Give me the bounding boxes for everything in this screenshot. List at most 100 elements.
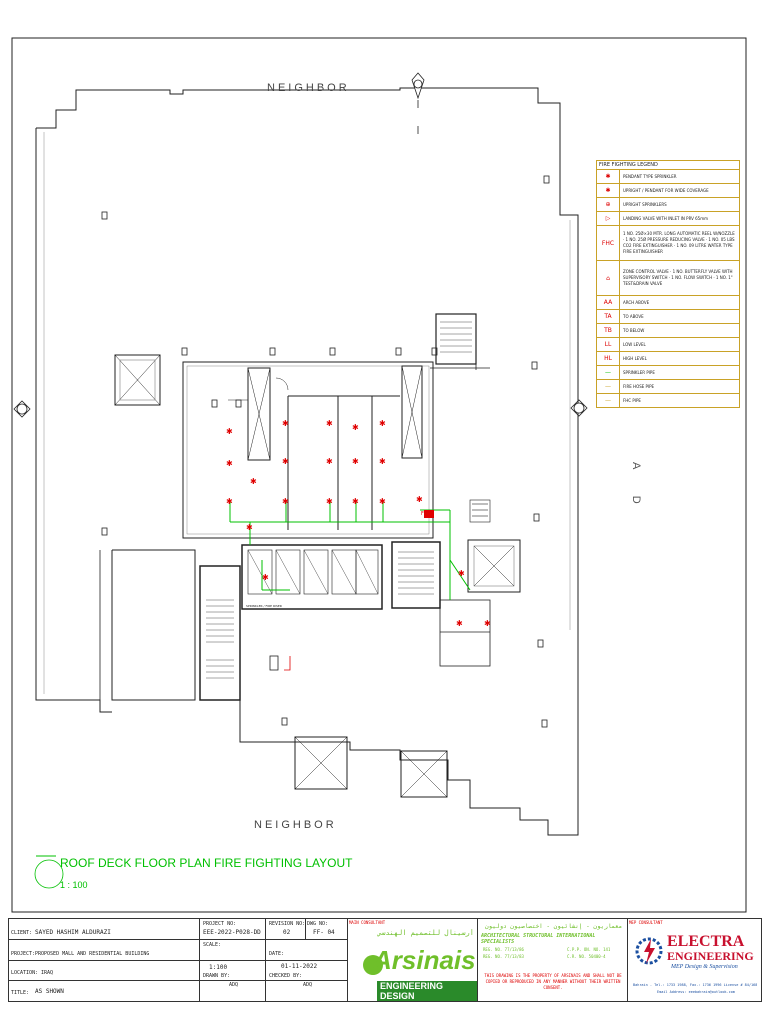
reg-no-3: C.P.P. ON. NO. 141 — [567, 947, 611, 952]
svg-text:✱: ✱ — [262, 573, 269, 582]
legend-text: ZONE CONTROL VALVE · 1 NO. BUTTERFLY VAL… — [623, 269, 733, 286]
legend-text: TO ABOVE — [623, 313, 644, 319]
checked-value: ADQ — [303, 982, 313, 988]
client-label: CLIENT: — [11, 930, 33, 936]
legend-symbol: — — [597, 394, 620, 407]
project-no-value: EEE-2022-P028-DD — [203, 929, 261, 936]
legend-text: LANDING VALVE WITH INLET IN PRV 65mm — [623, 215, 709, 221]
date-value: 01-11-2022 — [281, 963, 318, 970]
neighbor-label-top: NEIGHBOR — [267, 82, 350, 94]
legend-symbol: — — [597, 380, 620, 393]
legend-text: 1 NO. 25Ø×30 MTR. LONG AUTOMATIC REEL W/… — [623, 231, 735, 254]
svg-text:✱: ✱ — [246, 523, 253, 532]
legend-text: PENDANT TYPE SPRINKLER — [623, 173, 677, 179]
legend-text: ARCH ABOVE — [623, 299, 650, 305]
electra-email: Email Address: eeebahrain@outlook.com — [657, 990, 735, 994]
location-label: LOCATION: — [11, 970, 39, 976]
legend-row: ⌂ZONE CONTROL VALVE · 1 NO. BUTTERFLY VA… — [597, 261, 739, 296]
svg-text:✱: ✱ — [379, 419, 386, 428]
title-block-info: CLIENT: SAYED HASHIM ALDURAZI PROJECT: P… — [9, 919, 348, 1001]
specialists-arabic: معماريون - إنشائيون - اختصاصيون دوليون — [485, 923, 623, 930]
svg-text:✱: ✱ — [326, 419, 333, 428]
project-label: PROJECT: — [11, 951, 36, 957]
reg-no-1: REG. NO. 77/13/86 — [483, 947, 524, 952]
svg-text:✱: ✱ — [352, 497, 359, 506]
legend-symbol: FHC — [597, 226, 620, 260]
scale-value: 1:100 — [209, 964, 228, 971]
road-label: A D — [630, 462, 642, 516]
svg-text:✱: ✱ — [484, 619, 491, 628]
legend-symbol: HL — [597, 352, 620, 365]
legend-text: UPRIGHT / PENDANT FOR WIDE COVERAGE — [623, 187, 709, 193]
title-block: CLIENT: SAYED HASHIM ALDURAZI PROJECT: P… — [8, 918, 762, 1002]
legend-symbol: ▷ — [597, 212, 620, 225]
mep-consultant-block: MEP CONSULTANT ELECTRA ENGINEERING MEP D… — [627, 919, 761, 1001]
neighbor-label-bottom: NEIGHBOR — [254, 819, 337, 831]
fhc-tag: FHC — [421, 511, 432, 517]
drawn-value: ADQ — [229, 982, 239, 988]
svg-text:✱: ✱ — [226, 427, 233, 436]
svg-text:✱: ✱ — [226, 459, 233, 468]
arsinais-name: Arsinais — [373, 945, 476, 975]
arsinais-subtitle: ENGINEERING DESIGN — [377, 981, 477, 1001]
legend-text: TO BELOW — [623, 327, 645, 333]
svg-text:✱: ✱ — [226, 497, 233, 506]
legend-symbol: ⌂ — [597, 261, 620, 295]
riser-note: SPRINKLER / FIRE RISER — [246, 604, 282, 608]
legend-symbol: — — [597, 366, 620, 379]
legend-text: SPRINKLER PIPE — [623, 369, 655, 375]
reg-no-2: REG. NO. 77/13/83 — [483, 954, 524, 959]
electra-logo-icon — [635, 937, 663, 965]
drawing-title: ROOF DECK FLOOR PLAN FIRE FIGHTING LAYOU… — [60, 856, 353, 870]
drawing-scale: 1 : 100 — [60, 880, 88, 890]
legend-row: ✱PENDANT TYPE SPRINKLER — [597, 170, 739, 184]
legend-text: FHC PIPE — [623, 397, 641, 403]
revision-label: REVISION NO: — [269, 921, 306, 927]
legend-title: FIRE FIGHTING LEGEND — [597, 161, 739, 170]
svg-text:✱: ✱ — [456, 619, 463, 628]
svg-text:✱: ✱ — [326, 497, 333, 506]
electra-contact: Bahrain - Tel.: 1733 1988, Fax.: 1736 19… — [633, 983, 758, 987]
svg-text:✱: ✱ — [352, 423, 359, 432]
legend-symbol: TA — [597, 310, 620, 323]
dwg-value: FF- 04 — [313, 929, 335, 936]
electra-tagline: MEP Design & Supervision — [671, 964, 738, 970]
legend-text: UPRIGHT SPRINKLERS — [623, 201, 667, 207]
legend-row: —FHC PIPE — [597, 394, 739, 407]
svg-text:✱: ✱ — [282, 457, 289, 466]
title-label: TITLE: — [11, 990, 30, 996]
legend-symbol: AA — [597, 296, 620, 309]
revision-value: 02 — [283, 929, 291, 936]
project-value: PROPOSED MALL AND RESIDENTIAL BUILDING — [35, 951, 150, 957]
legend-row: ⊕UPRIGHT SPRINKLERS — [597, 198, 739, 212]
svg-text:✱: ✱ — [352, 457, 359, 466]
project-no-label: PROJECT NO: — [203, 921, 237, 927]
svg-text:✱: ✱ — [379, 497, 386, 506]
specialists-title: ARCHITECTURAL STRUCTURAL INTERNATIONAL S… — [481, 933, 596, 945]
drawn-label: DRAWN BY: — [203, 973, 231, 979]
specialists-block: معماريون - إنشائيون - اختصاصيون دوليون A… — [477, 919, 628, 1001]
svg-text:✱: ✱ — [250, 477, 257, 486]
legend-row: ▷LANDING VALVE WITH INLET IN PRV 65mm — [597, 212, 739, 226]
main-consultant-label: MAIN CONSULTANT — [349, 920, 386, 925]
legend-symbol: ⊕ — [597, 198, 620, 211]
mep-consultant-label: MEP CONSULTANT — [629, 920, 663, 925]
title-value: AS SHOWN — [35, 988, 64, 995]
fire-fighting-legend: FIRE FIGHTING LEGEND ✱PENDANT TYPE SPRIN… — [596, 160, 740, 408]
location-value: IRAQ — [41, 970, 54, 976]
legend-symbol: TB — [597, 324, 620, 337]
legend-text: FIRE HOSE PIPE — [623, 383, 655, 389]
legend-symbol: LL — [597, 338, 620, 351]
svg-text:✱: ✱ — [282, 497, 289, 506]
scale-label: SCALE: — [203, 942, 222, 948]
legend-symbol: ✱ — [597, 170, 620, 183]
main-consultant-block: MAIN CONSULTANT أرسينال للتصميم الهندسي … — [347, 919, 478, 1001]
reg-no-4: C.R. NO. 50400-4 — [567, 954, 606, 959]
legend-text: LOW LEVEL — [623, 341, 646, 347]
